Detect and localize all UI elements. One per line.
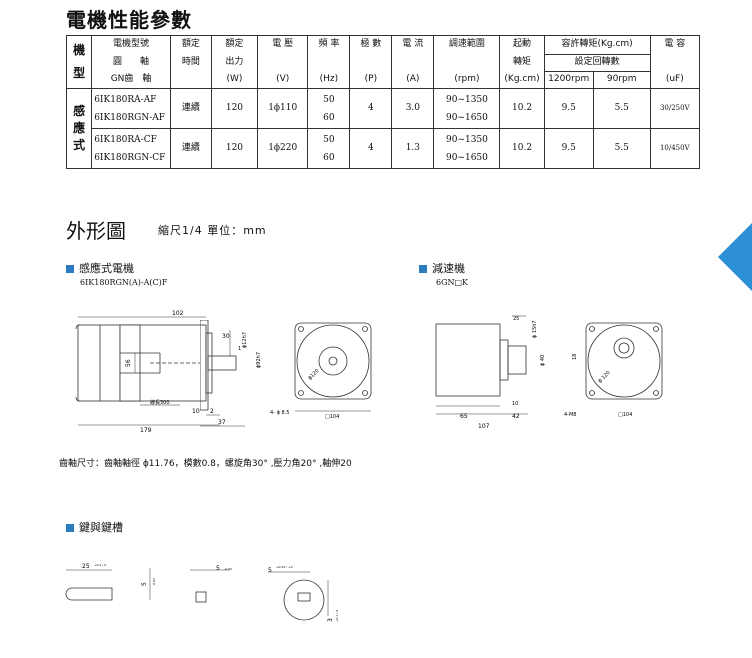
gear-side-drawing: 25 ϕ 15h7 ϕ 40 10 65 42 107 (435, 315, 546, 430)
dim-102: 102 (172, 310, 184, 317)
header-start: 起動 (499, 35, 545, 55)
svg-text:1: 1 (238, 346, 241, 352)
dim-37: 37 (218, 419, 226, 426)
header-torque: 容許轉矩(Kg.cm) (543, 35, 651, 55)
outline-title: 外形圖 (66, 219, 126, 243)
header-1200rpm: 1200rpm (543, 71, 594, 89)
dim-25: 25 (513, 316, 519, 322)
dim-10: 10 (192, 408, 200, 415)
header-voltage: 電 壓 (257, 35, 309, 55)
header-current: 電 流 (391, 35, 435, 55)
type-label: 感 應 式 (65, 88, 93, 169)
dim-pilot: ϕ92h7 (256, 352, 262, 368)
bullet-square-icon (66, 265, 74, 273)
dim-15: ϕ 15h7 (532, 320, 538, 338)
dim-shaft: ϕ12h7 (242, 332, 248, 348)
page-title: 電機性能參數 (66, 8, 192, 32)
motor-section-title: 感應式電機 (66, 260, 134, 276)
gear-section-title: 減速機 (419, 260, 465, 276)
svg-text:□104: □104 (618, 412, 632, 418)
svg-text:5: 5 (268, 567, 272, 574)
svg-text:-0.03: -0.03 (224, 567, 232, 571)
motor-model: 6IK180RGN(A)-A(C)F (80, 278, 168, 287)
gear-model: 6GN□K (436, 278, 469, 287)
motor-front-drawing: ϕ120 4- ϕ 8.5 □104 (270, 322, 372, 420)
outline-scale: 縮尺1/4 單位：mm (158, 224, 267, 237)
dim-42: 42 (512, 413, 520, 420)
svg-text:30: 30 (222, 333, 230, 340)
svg-text:5: 5 (216, 565, 220, 572)
dim-65: 65 (460, 413, 468, 420)
header-output: 額定 (210, 35, 259, 55)
svg-text:+0.2 / 0: +0.2 / 0 (94, 563, 106, 567)
keyway-drawing: 5 +0.04 / +0 3 +0.1 / 0 (268, 565, 339, 622)
svg-text:-0.03: -0.03 (152, 578, 156, 586)
dim-40: ϕ 40 (540, 355, 546, 366)
svg-text:+0.04 / +0: +0.04 / +0 (276, 565, 293, 569)
dim-179: 179 (140, 427, 152, 434)
header-poles: 極 數 (349, 35, 393, 55)
gear-shaft-note: 齒軸尺寸：齒軸軸徑 ϕ11.76，模數0.8，螺旋角30° ,壓力角20° ,軸… (59, 459, 352, 469)
spec-table: 機型 電機型號 額定 額定 電 壓 頻 率 極 數 電 流 調速範圍 起動 容許… (65, 35, 701, 169)
svg-text:5: 5 (141, 582, 148, 586)
dim-2: 2 (210, 408, 214, 415)
key-section-title: 鍵與鍵槽 (66, 519, 123, 535)
dim-56: 56 (125, 359, 132, 367)
svg-text:ϕ 120: ϕ 120 (597, 370, 611, 384)
dim-sq104: □104 (325, 414, 339, 420)
gear-mount-holes: 4-M8 (564, 412, 576, 418)
svg-text:+0.1 / 0: +0.1 / 0 (335, 610, 339, 622)
svg-text:25: 25 (82, 563, 90, 570)
header-time: 額定 (169, 35, 212, 55)
dim-107: 107 (478, 423, 490, 430)
bullet-square-icon (419, 265, 427, 273)
header-freq: 頻 率 (307, 35, 351, 55)
svg-text:3: 3 (327, 618, 334, 622)
header-90rpm: 90rpm (592, 71, 651, 89)
key-section-drawing: 5 -0.03 (190, 565, 232, 603)
gear-front-drawing: 18 ϕ 120 4-M8 □104 (564, 322, 663, 418)
header-range: 調速範圍 (433, 35, 501, 55)
bullet-square-icon (66, 524, 74, 532)
header-cap: 電 容 (649, 35, 701, 55)
motor-side-drawing: 102 30 56 線長300 10 2 179 (75, 310, 220, 434)
lead-length: 線長300 (150, 399, 170, 406)
dim-120: ϕ120 (307, 368, 320, 381)
page-tab-arrow-icon[interactable] (718, 223, 752, 291)
header-model: 電機型號 (91, 35, 171, 55)
svg-text:10: 10 (512, 401, 518, 407)
key-drawing: 25 +0.2 / 0 5 -0.03 (65, 563, 156, 601)
mount-holes: 4- ϕ 8.5 (270, 410, 289, 416)
header-set-speed: 設定回轉數 (543, 54, 651, 72)
dim-18: 18 (572, 354, 578, 360)
motor-shaft-drawing: 30 ϕ12h7 ϕ92h7 1 37 (200, 320, 262, 427)
header-type: 機型 (65, 35, 93, 89)
